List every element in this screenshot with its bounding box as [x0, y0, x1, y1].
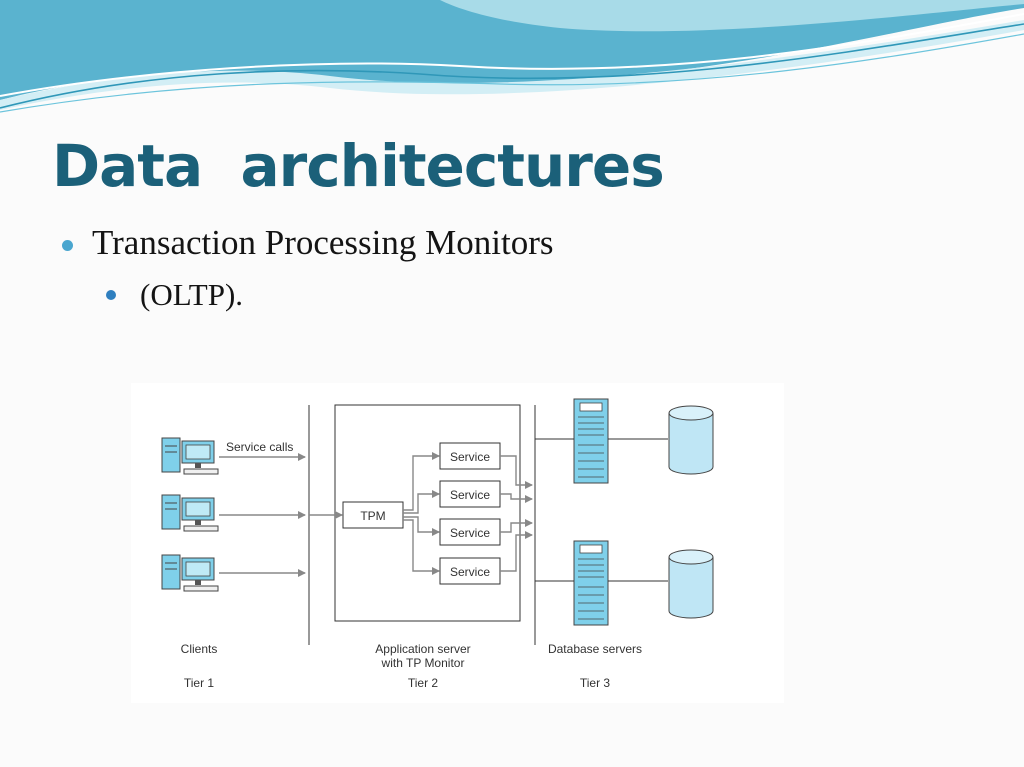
service-box [439, 480, 501, 508]
client-computer-icon [161, 494, 219, 532]
tpm-dispatch-arrows [403, 452, 440, 575]
client-computer-icon [161, 437, 219, 475]
wave-band-light [440, 0, 1024, 32]
service-label: Service [450, 565, 490, 579]
service-output-arrows [500, 455, 533, 572]
service-label: Service [450, 450, 490, 464]
database-server-icon [573, 398, 609, 484]
tier-2-label: Tier 2 [408, 676, 439, 690]
wave-line-1 [0, 23, 1024, 109]
service-calls-label: Service calls [226, 440, 293, 454]
database-cylinder-icon [668, 549, 714, 619]
service-box [439, 557, 501, 585]
service-label: Service [450, 526, 490, 540]
database-server-icon [573, 540, 609, 626]
service-label: Service [450, 488, 490, 502]
tier-3-name: Database servers [548, 642, 642, 656]
tpm-label: TPM [360, 509, 385, 523]
tier-2-name-line-1: Application server [375, 642, 470, 656]
wave-line-3 [0, 33, 1024, 113]
bullet-item-level-2: (OLTP). [140, 277, 244, 312]
service-box [439, 442, 501, 470]
slide-title: Data architectures [52, 132, 665, 200]
tier-3-label: Tier 3 [580, 676, 611, 690]
three-tier-diagram: Service calls TPM Service Service Servic… [161, 398, 714, 690]
tier-1-name: Clients [181, 642, 218, 656]
client-computer-icon [161, 554, 219, 592]
bullet-dot-icon [62, 240, 73, 251]
wave-band-pale [0, 20, 1024, 110]
tpm-architecture-figure: Service calls TPM Service Service Servic… [131, 383, 784, 703]
service-box [439, 518, 501, 546]
database-cylinder-icon [668, 405, 714, 475]
tier-2-name-line-2: with TP Monitor [381, 656, 465, 670]
tpm-box [342, 501, 404, 529]
bullet-dot-icon [106, 290, 116, 300]
wave-line-2 [0, 13, 1024, 97]
header-wave-decoration [0, 0, 1024, 113]
bullet-item-level-1: Transaction Processing Monitors [92, 223, 554, 262]
tier-1-label: Tier 1 [184, 676, 215, 690]
